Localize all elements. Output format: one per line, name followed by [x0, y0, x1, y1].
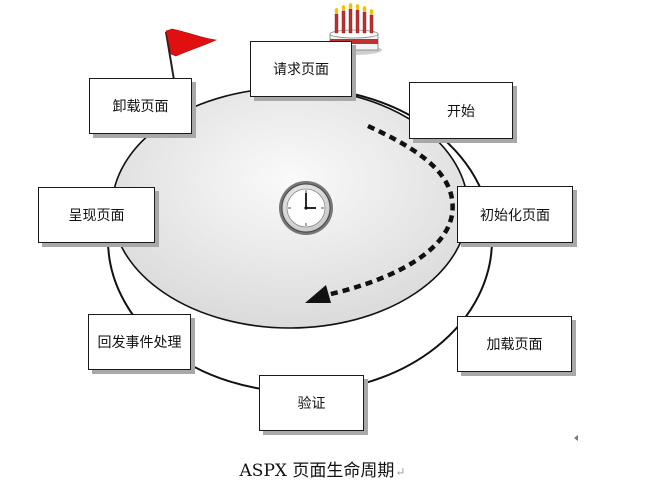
caption-text: ASPX 页面生命周期 [239, 461, 395, 481]
stage-validate: 验证 [259, 375, 364, 431]
stage-render-page: 呈现页面 [38, 187, 155, 243]
stage-start: 开始 [409, 82, 513, 139]
stage-postback-handling: 回发事件处理 [88, 314, 191, 370]
cake-icon [326, 3, 382, 55]
flow-arrow [305, 123, 455, 303]
stage-unload-page: 卸载页面 [89, 78, 192, 134]
stage-initialize-page: 初始化页面 [457, 186, 573, 243]
clock-icon [279, 181, 333, 235]
stage-load-page: 加载页面 [457, 316, 572, 372]
paragraph-mark: ↵ [395, 465, 406, 479]
stage-request-page: 请求页面 [250, 41, 352, 97]
corner-mark [574, 435, 578, 441]
diagram-caption: ASPX 页面生命周期↵ [0, 456, 645, 481]
